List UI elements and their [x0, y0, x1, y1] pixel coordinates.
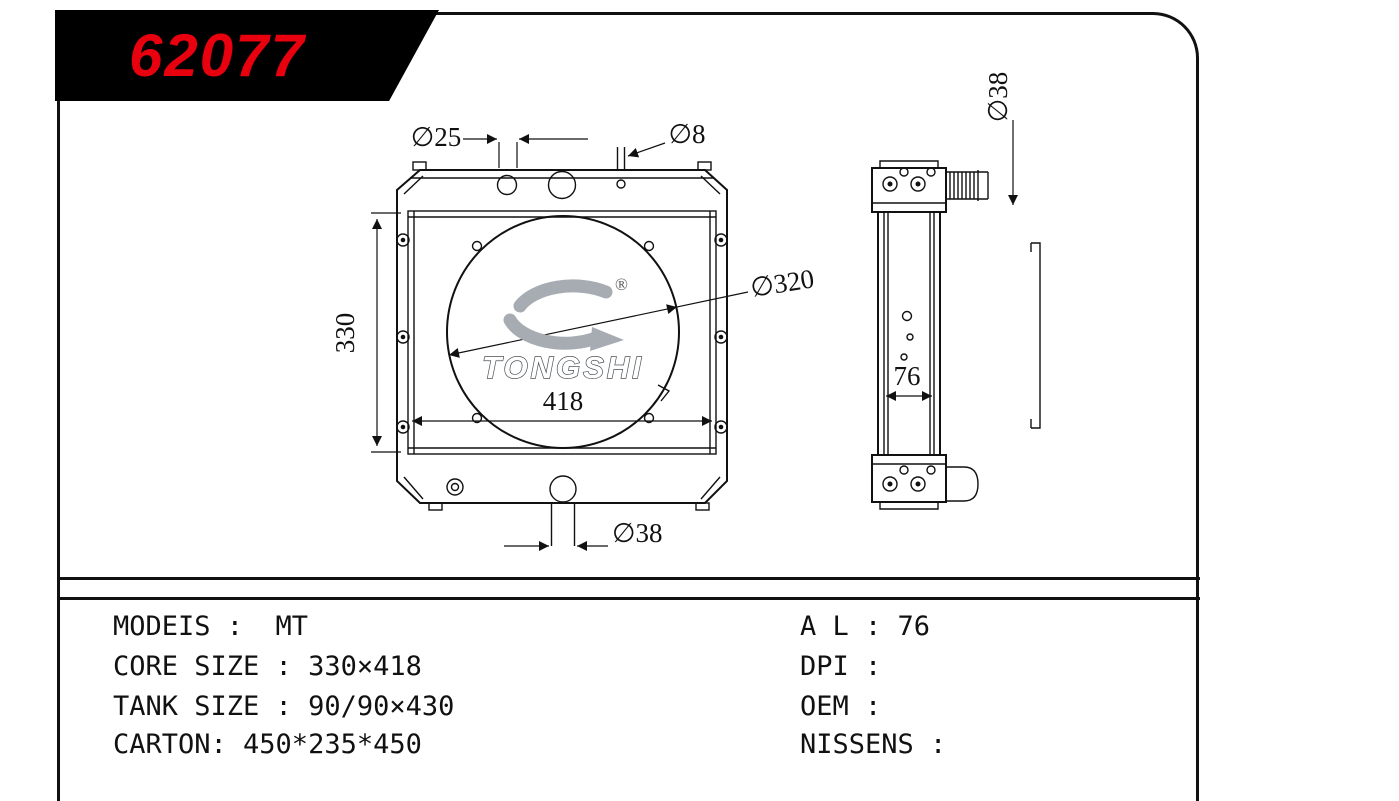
dim-label-side-pipe: ∅38	[983, 72, 1013, 123]
side-view-drawing: ∅38 76	[871, 72, 1041, 510]
dim-bottom-pipe: ∅38	[504, 518, 663, 551]
dim-fan-circle: ∅320	[448, 263, 816, 358]
spec-oem: OEM :	[800, 691, 882, 722]
side-top-pipe	[946, 170, 989, 201]
dim-label-top-pipe: ∅25	[411, 122, 462, 152]
separator-line-top	[57, 577, 1200, 580]
side-bottom-pipe	[946, 466, 979, 502]
dim-side-pipe: ∅38	[983, 72, 1018, 205]
part-number: 62077	[129, 22, 306, 89]
fan-shroud-circle	[446, 215, 680, 449]
spec-tank-size: TANK SIZE : 90/90×430	[113, 691, 455, 722]
dim-side-depth: 76	[886, 361, 932, 401]
dim-label-core-height: 330	[330, 313, 360, 354]
spec-dpi: DPI :	[800, 651, 882, 682]
registered-trademark-symbol: ®	[615, 275, 628, 294]
filler-neck	[547, 170, 577, 200]
drain-plug	[446, 478, 464, 496]
tongshi-logo: ® TONGSHI	[481, 275, 644, 386]
dim-core-height: 330	[330, 212, 401, 453]
dim-core-width: 418	[412, 386, 712, 426]
mounting-bolts-left	[396, 233, 410, 434]
dim-top-pipe: ∅25	[411, 122, 588, 168]
dim-label-fan-circle: ∅320	[748, 263, 816, 303]
front-view-drawing: ∅25 ∅8 ∅38 330 418	[330, 119, 816, 551]
inlet-opening	[496, 174, 518, 196]
dim-small-pipe: ∅8	[627, 119, 706, 158]
mounting-bolts-right	[714, 233, 728, 434]
drawing-border-frame	[57, 12, 1199, 801]
spec-al: A L : 76	[800, 611, 931, 642]
radiator-technical-drawing: ∅25 ∅8 ∅38 330 418	[330, 72, 1041, 551]
dim-label-bottom-pipe: ∅38	[612, 518, 663, 548]
spec-model: MODEIS : MT	[113, 611, 309, 642]
outlet-opening	[549, 475, 577, 503]
dim-label-side-depth: 76	[894, 361, 921, 391]
side-bracket	[1030, 242, 1041, 429]
dim-label-small-pipe: ∅8	[668, 119, 705, 149]
small-pipe-opening	[616, 179, 626, 189]
spec-nissens: NISSENS :	[800, 729, 947, 760]
dim-label-core-width: 418	[543, 386, 584, 416]
spec-carton: CARTON: 450*235*450	[113, 729, 422, 760]
spec-core-size: CORE SIZE : 330×418	[113, 651, 422, 682]
part-number-banner: 62077	[55, 10, 439, 101]
separator-line-bottom	[57, 597, 1200, 600]
brand-name: TONGSHI	[482, 350, 644, 385]
